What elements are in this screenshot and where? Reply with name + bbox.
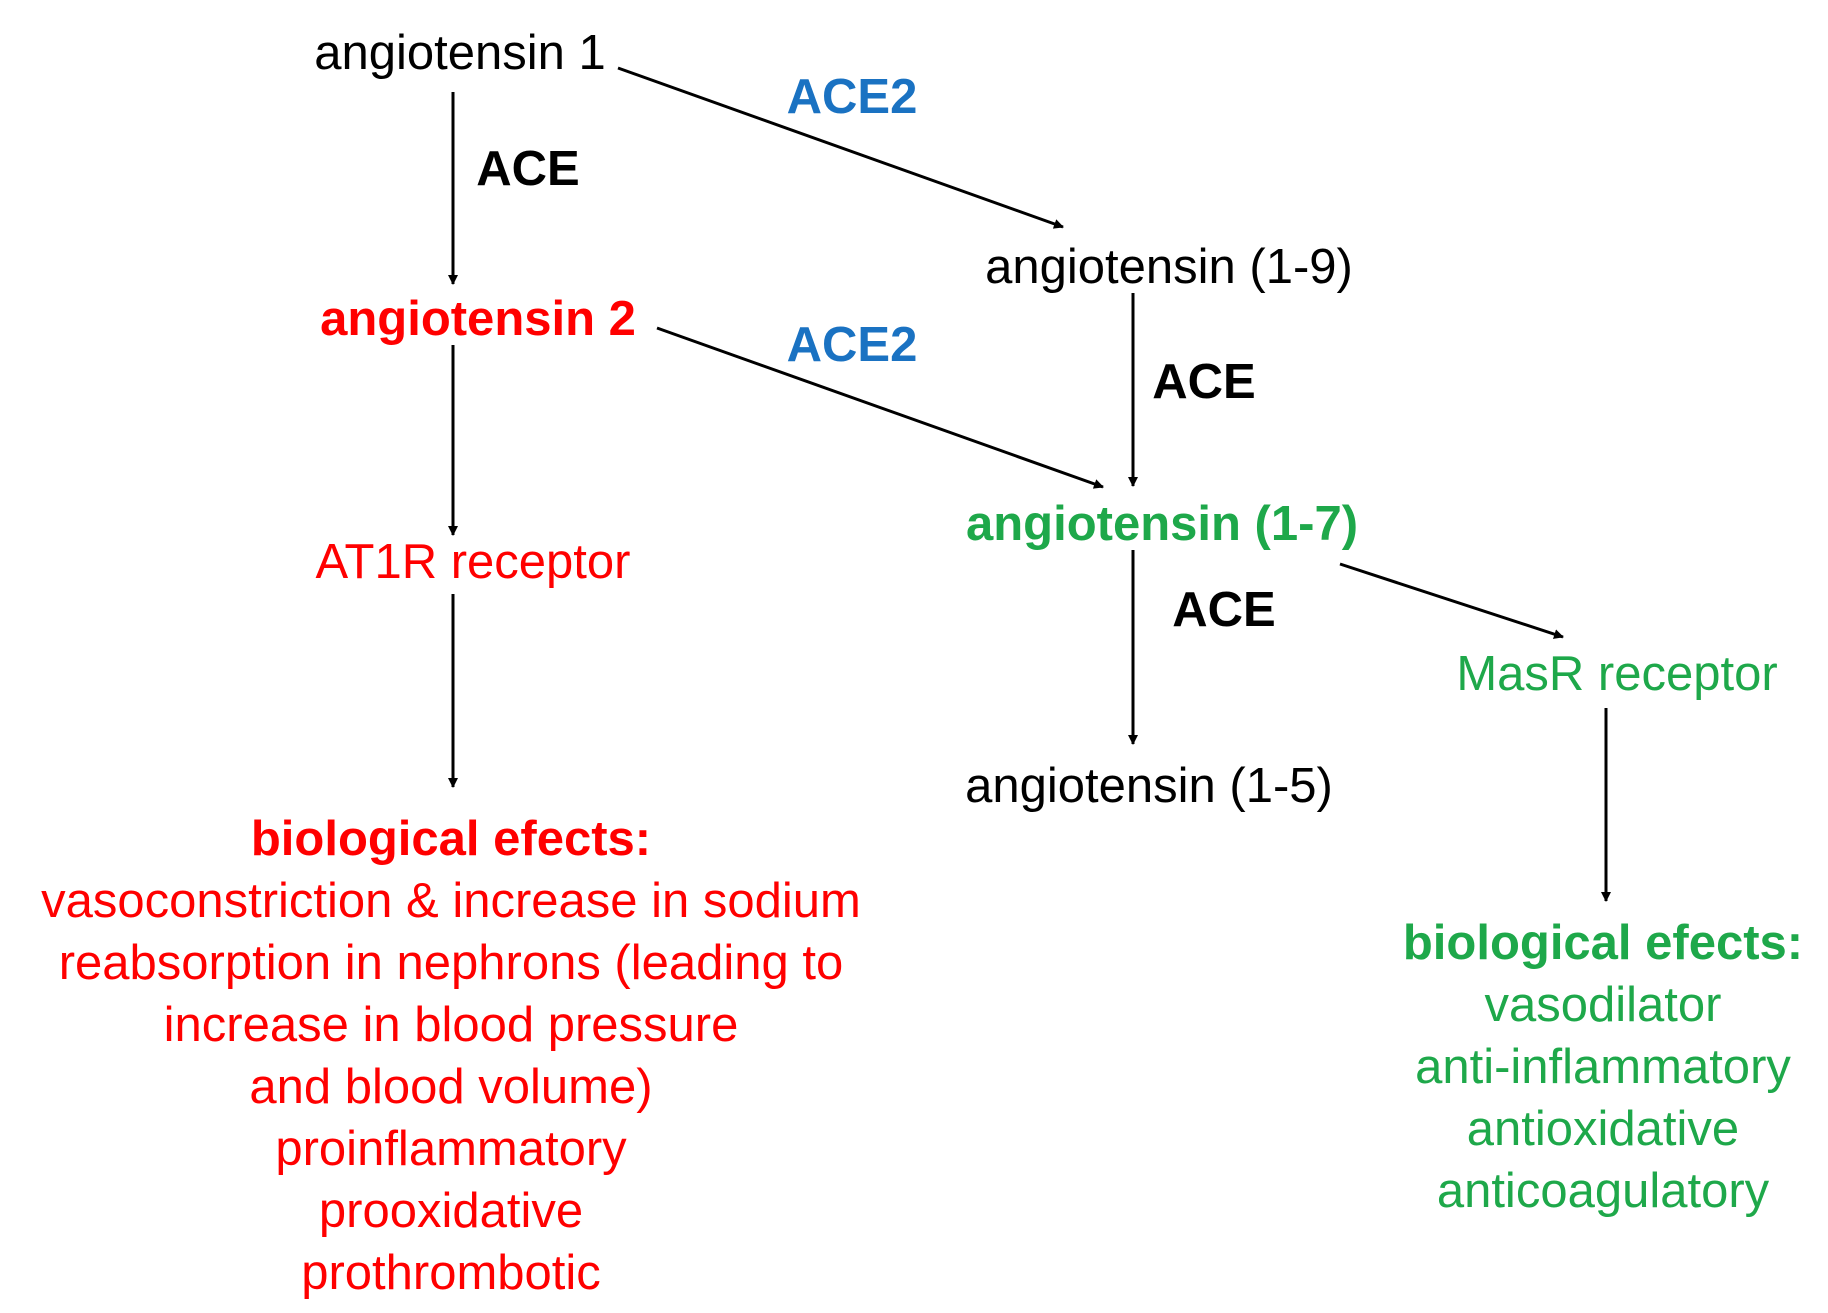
node-angiotensin-2: angiotensin 2 — [320, 292, 636, 346]
node-angiotensin-1-7: angiotensin (1-7) — [965, 497, 1359, 551]
node-angiotensin-1-9: angiotensin (1-9) — [985, 240, 1353, 294]
enzyme-label-ace: ACE — [1152, 355, 1256, 409]
node-at1r-receptor: AT1R receptor — [315, 535, 631, 589]
effects-right-line: anticoagulatory — [1436, 1164, 1770, 1218]
effects-left-line: proinflammatory — [275, 1122, 627, 1176]
effects-left-line: reabsorption in nephrons (leading to — [58, 936, 844, 990]
effects-right-title: biological efects: — [1402, 916, 1804, 970]
effects-left-block: biological efects: vasoconstriction & in… — [41, 808, 861, 1304]
enzyme-label-ace2: ACE2 — [786, 70, 918, 124]
effects-right-block: biological efects: vasodilator anti-infl… — [1403, 912, 1803, 1222]
enzyme-label-ace2: ACE2 — [786, 318, 918, 372]
arrow-ang2-to-ang1-7 — [656, 326, 1104, 489]
arrow-ang1-7-to-masr — [1339, 562, 1564, 639]
effects-left-line: prothrombotic — [301, 1246, 601, 1300]
effects-left-line: increase in blood pressure — [163, 998, 739, 1052]
enzyme-label-ace: ACE — [1172, 583, 1276, 637]
node-angiotensin-1-5: angiotensin (1-5) — [965, 759, 1333, 813]
effects-left-line: prooxidative — [318, 1184, 584, 1238]
effects-left-line: vasoconstriction & increase in sodium — [41, 874, 861, 928]
effects-right-line: antioxidative — [1466, 1102, 1740, 1156]
effects-left-title: biological efects: — [250, 812, 652, 866]
node-masr-receptor: MasR receptor — [1456, 647, 1778, 701]
node-angiotensin-1: angiotensin 1 — [314, 26, 606, 80]
enzyme-label-ace: ACE — [476, 142, 580, 196]
effects-right-line: vasodilator — [1484, 978, 1722, 1032]
arrow-ang1-to-ang1-9 — [617, 66, 1064, 229]
effects-right-line: anti-inflammatory — [1415, 1040, 1791, 1094]
effects-left-line: and blood volume) — [249, 1060, 653, 1114]
